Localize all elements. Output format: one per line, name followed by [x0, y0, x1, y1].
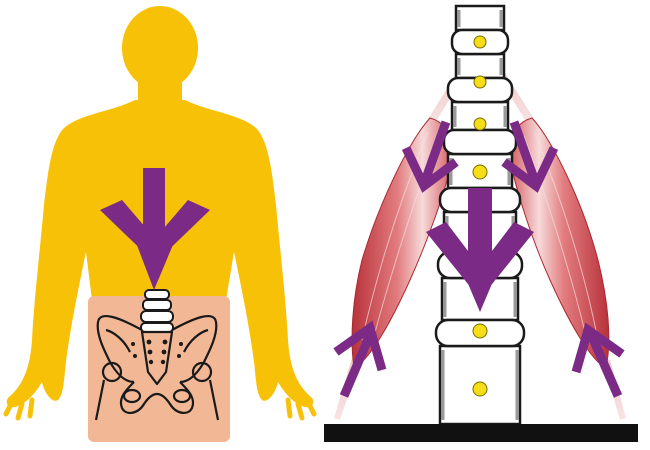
ground-bar	[324, 424, 638, 442]
lumbar-vertebrae	[141, 290, 173, 332]
disc-3	[444, 130, 516, 154]
vertebra-1	[456, 6, 504, 30]
head	[122, 6, 198, 90]
vertebra-2	[456, 54, 504, 78]
right-muscle-up-arrow	[576, 330, 622, 396]
left-muscle-up-arrow	[336, 328, 382, 396]
